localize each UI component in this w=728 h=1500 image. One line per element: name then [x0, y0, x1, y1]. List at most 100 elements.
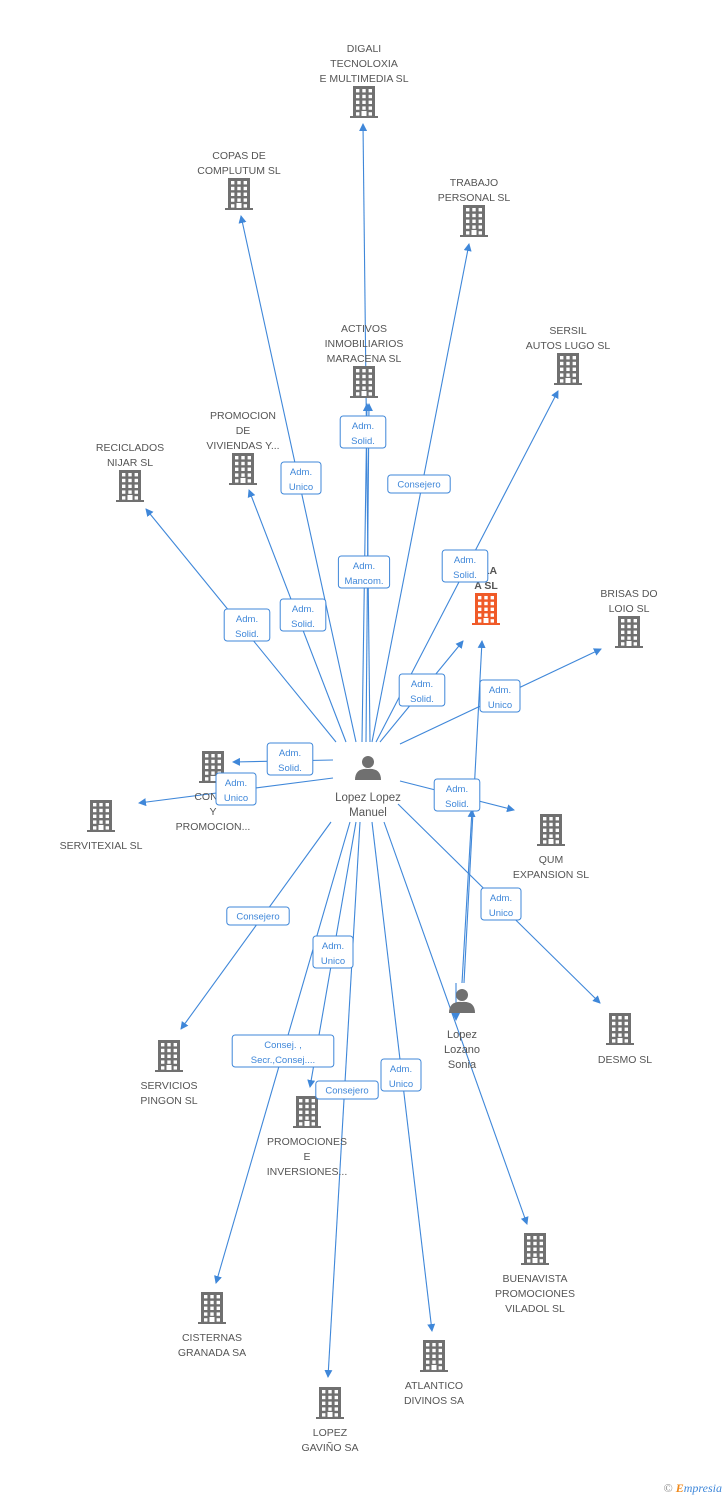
role-badge-promociones[interactable]: Adm.Unico [312, 935, 354, 969]
role-badge-qum[interactable]: Adm.Solid. [433, 778, 481, 812]
company-node-promociones[interactable]: PROMOCIONESEINVERSIONES... [267, 1096, 348, 1178]
role-badge-reciclados[interactable]: Adm. Solid. [223, 608, 271, 642]
company-label: SERVITEXIAL SL [60, 840, 143, 852]
copyright-symbol: © [663, 1481, 673, 1495]
building-icon [537, 814, 565, 846]
role-badge-text: Adm. [411, 679, 433, 690]
company-label: RECICLADOS [96, 442, 164, 454]
company-label: LOPEZ [313, 1427, 348, 1439]
company-label: SERVICIOS [141, 1080, 198, 1092]
company-label: TRABAJO [450, 177, 498, 189]
edge-sonia-qum [461, 809, 476, 984]
role-badge-text: Secr.,Consej.... [251, 1055, 315, 1066]
building-icon [420, 1340, 448, 1372]
company-label: EXPANSION SL [513, 869, 589, 881]
role-badge-servitexial[interactable]: Adm. Unico [215, 772, 257, 806]
brand-footer[interactable]: ©Empresia [664, 1481, 722, 1496]
company-node-gavino[interactable]: LOPEZ GAVIÑO SA [302, 1387, 359, 1454]
role-badge-copas[interactable]: Adm.Unico [280, 461, 322, 495]
company-node-servitexial[interactable]: SERVITEXIAL SL [60, 800, 143, 852]
building-icon [229, 453, 257, 485]
role-badge-text: Adm. [446, 784, 468, 795]
role-badge-contr[interactable]: Adm.Solid. [266, 742, 314, 776]
role-badge-atlantico[interactable]: Adm. Unico [380, 1058, 422, 1092]
company-label: Y [209, 806, 216, 818]
company-label: ACTIVOS [341, 323, 387, 335]
role-badge-gavino[interactable]: Consejero [315, 1080, 379, 1100]
building-icon [316, 1387, 344, 1419]
role-badge-brisas[interactable]: Adm.Unico [479, 679, 521, 713]
role-badge-activos[interactable]: Adm.Mancom. [337, 555, 391, 589]
role-badge-text: Unico [224, 793, 248, 804]
role-badge-text: Solid. [278, 763, 302, 774]
company-node-ola[interactable]: OLAA SL [472, 565, 500, 625]
person-label: Manuel [349, 807, 387, 819]
edge-sonia-ola [463, 640, 486, 984]
company-label: PROMOCION [210, 410, 276, 422]
role-badge-text: Adm. [292, 604, 314, 615]
role-badge-trabajo[interactable]: Consejero [387, 474, 451, 494]
company-node-reciclados[interactable]: RECICLADOS NIJAR SL [96, 442, 164, 502]
company-label: NIJAR SL [107, 457, 153, 469]
role-badge-text: Adm. [236, 614, 258, 625]
company-node-desmo[interactable]: DESMO SL [598, 1013, 652, 1066]
edges-layer [138, 123, 602, 1378]
company-label: DE [236, 425, 251, 437]
edge-lopez-buenavista [383, 821, 529, 1225]
company-label: MARACENA SL [327, 353, 402, 365]
building-icon [293, 1096, 321, 1128]
role-badge-text: Solid. [291, 619, 315, 630]
role-badge-sersil[interactable]: Adm.Solid. [441, 549, 489, 583]
company-node-activos[interactable]: ACTIVOS INMOBILIARIOS MARACENA SL [325, 323, 404, 398]
company-label: BUENAVISTA [503, 1273, 568, 1285]
company-node-brisas[interactable]: BRISAS DO LOIO SL [600, 588, 658, 648]
role-badge-text: Consejero [397, 480, 440, 491]
company-label: INMOBILIARIOS [325, 338, 404, 350]
role-badge-text: Adm. [352, 421, 374, 432]
company-label: GAVIÑO SA [302, 1441, 359, 1454]
building-icon [116, 470, 144, 502]
role-badge-cisternas[interactable]: Consej. , Secr.,Consej.... [231, 1034, 335, 1068]
company-label: ATLANTICO [405, 1380, 463, 1392]
building-icon [350, 366, 378, 398]
role-badge-servicios[interactable]: Consejero [226, 906, 290, 926]
role-badge-activos[interactable]: Adm.Solid. [339, 415, 387, 449]
role-badge-text: Mancom. [344, 576, 383, 587]
role-badge-desmo[interactable]: Adm.Unico [480, 887, 522, 921]
role-badge-promocion[interactable]: Adm. Solid. [279, 598, 327, 632]
role-badge-text: Consej. , [264, 1040, 302, 1051]
company-label: BRISAS DO [600, 588, 657, 600]
company-label: GRANADA SA [178, 1347, 246, 1359]
role-badge-text: Adm. [489, 685, 511, 696]
company-label: DIGALI [347, 43, 381, 55]
brand-initial: E [675, 1481, 684, 1495]
building-icon [615, 616, 643, 648]
company-label: INVERSIONES... [267, 1166, 348, 1178]
company-label: E MULTIMEDIA SL [319, 73, 408, 85]
company-label: PROMOCIONES [495, 1288, 575, 1300]
role-badge-text: Adm. [225, 778, 247, 789]
company-label: LOIO SL [609, 603, 650, 615]
role-badge-text: Unico [389, 1079, 413, 1090]
role-badge-ola[interactable]: Adm. Solid. [398, 673, 446, 707]
role-badge-text: Solid. [410, 694, 434, 705]
person-icon [449, 989, 475, 1013]
role-badge-text: Solid. [235, 629, 259, 640]
role-badge-text: Adm. [390, 1064, 412, 1075]
building-icon [472, 593, 500, 625]
building-icon [198, 1292, 226, 1324]
